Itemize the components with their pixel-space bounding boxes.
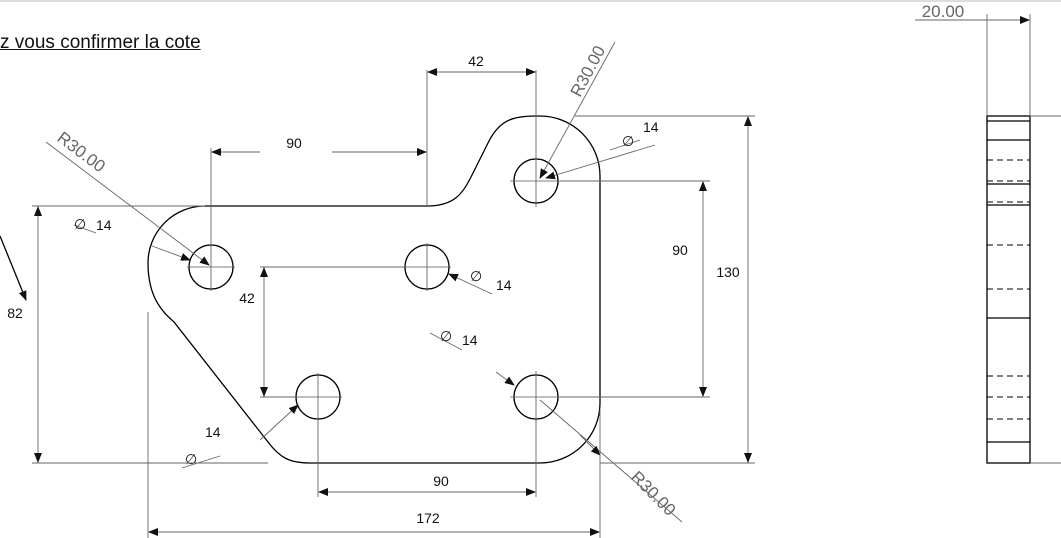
hole-left	[187, 243, 235, 291]
svg-text:R30.00: R30.00	[627, 467, 679, 519]
svg-text:14: 14	[496, 277, 512, 293]
instruction-note: z vous confirmer la cote	[0, 32, 201, 53]
side-view	[986, 115, 1061, 464]
svg-text:42: 42	[239, 290, 255, 306]
dim-top-42: 42	[426, 53, 537, 206]
part-outline	[147, 115, 601, 464]
dim-dia-middle: ∅ 14	[448, 268, 512, 295]
dim-vertical-90: 90	[560, 180, 710, 398]
svg-text:20.00: 20.00	[922, 2, 965, 21]
svg-text:14: 14	[96, 217, 112, 233]
dim-radius-left: R30.00	[45, 128, 210, 266]
dim-bottom-90: 90	[317, 420, 537, 497]
dim-dia-bottom-left: ∅ 14	[181, 404, 299, 469]
svg-text:∅: ∅	[440, 328, 452, 344]
dim-side-thickness: 20.00	[915, 2, 1031, 116]
dim-left-82: 82	[0, 205, 268, 464]
dim-inner-42: 42	[239, 266, 405, 398]
dim-radius-bottom: R30.00	[539, 399, 683, 523]
svg-text:14: 14	[462, 332, 478, 348]
dim-upper-90: 90	[210, 135, 427, 245]
svg-text:130: 130	[716, 264, 740, 280]
svg-text:90: 90	[286, 135, 302, 151]
dim-overall-width: 172	[147, 312, 601, 538]
hole-bottom-left	[294, 373, 342, 421]
svg-text:∅: ∅	[470, 268, 482, 284]
svg-text:172: 172	[416, 510, 440, 526]
dim-radius-top: R30.00	[539, 41, 616, 179]
hole-middle	[403, 243, 451, 291]
svg-text:90: 90	[672, 242, 688, 258]
svg-text:14: 14	[643, 119, 659, 135]
dim-overall-height: 130	[575, 115, 755, 464]
svg-text:∅: ∅	[622, 133, 634, 149]
svg-text:90: 90	[433, 473, 449, 489]
svg-text:R30.00: R30.00	[567, 43, 610, 100]
dim-dia-top-right: ∅ 14	[545, 119, 659, 180]
dim-dia-lower-mid: ∅ 14	[429, 328, 515, 386]
svg-text:14: 14	[205, 424, 221, 440]
svg-text:∅: ∅	[185, 451, 197, 467]
svg-text:42: 42	[468, 53, 484, 69]
hole-top-right	[510, 155, 562, 207]
svg-text:∅: ∅	[74, 216, 86, 232]
hole-bottom-right	[510, 371, 562, 423]
dim-dia-left: ∅ 14	[73, 216, 191, 261]
svg-text:82: 82	[7, 305, 23, 321]
